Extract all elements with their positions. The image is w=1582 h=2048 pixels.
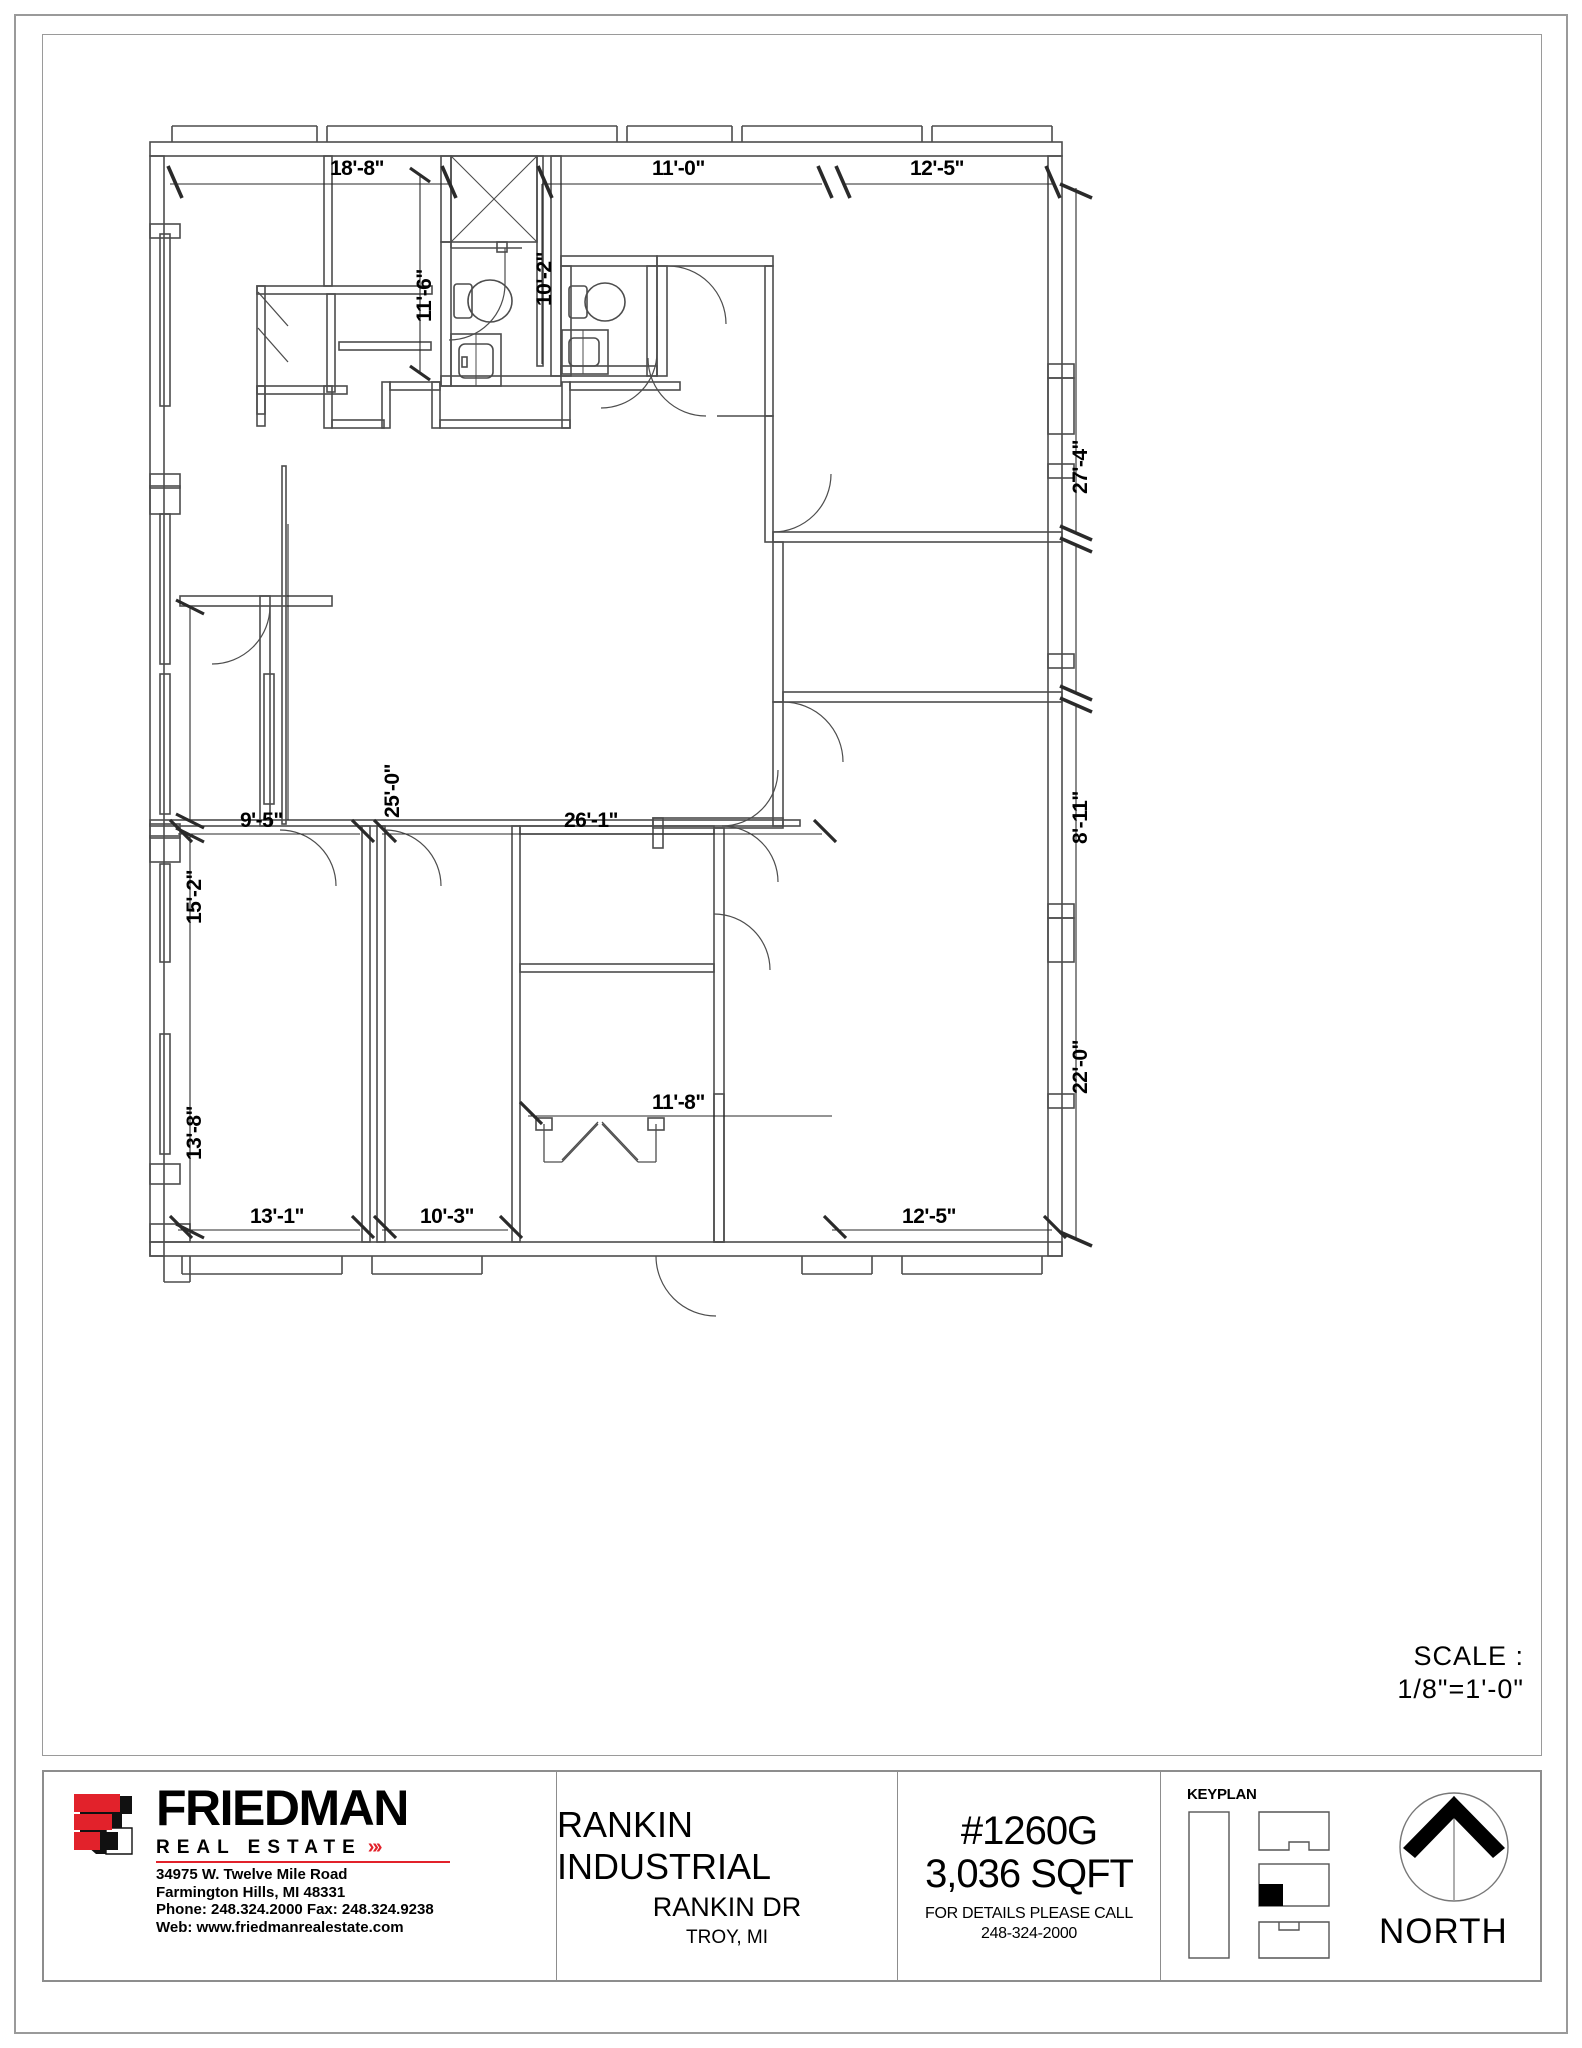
page-border-inner xyxy=(42,34,1542,1756)
dimension-mid-26-1: 26'-1" xyxy=(564,809,618,832)
suite-number: #1260G xyxy=(960,1809,1098,1853)
dimension-left-13-8: 13'-8" xyxy=(183,1106,206,1160)
scale-value: 1/8"=1'-0" xyxy=(1397,1673,1524,1704)
address-line-2: Farmington Hills, MI 48331 xyxy=(156,1883,346,1901)
property-city: TROY, MI xyxy=(686,1926,768,1948)
page-border-outer xyxy=(14,14,1568,2034)
property-street: RANKIN DR xyxy=(652,1891,802,1922)
logo-company-name: FRIEDMAN xyxy=(156,1780,409,1836)
logo-tagline: REAL ESTATE xyxy=(156,1836,362,1858)
suite-call-note: FOR DETAILS PLEASE CALL xyxy=(925,1905,1133,1922)
title-block-property-cell: RANKIN INDUSTRIAL RANKIN DR TROY, MI xyxy=(557,1772,897,1980)
scale-note: SCALE : 1/8"=1'-0" xyxy=(1397,1640,1524,1706)
logo-red-rule xyxy=(156,1861,450,1863)
dimension-left-25-0: 25'-0" xyxy=(381,764,404,818)
dimension-top-3: 12'-5" xyxy=(910,157,964,180)
company-address-block: 34975 W. Twelve Mile Road Farmington Hil… xyxy=(156,1866,450,1936)
floor-plan-drawing: 18'-8" 11'-0" 12'-5" 11'-6" 10'-2" 27'-4… xyxy=(42,34,1542,1756)
dimension-right-22-0: 22'-0" xyxy=(1069,1040,1092,1094)
property-name: RANKIN INDUSTRIAL xyxy=(557,1803,772,1887)
dimension-bottom-13-1: 13'-1" xyxy=(250,1205,304,1228)
friedman-logo-icon xyxy=(66,1788,140,1862)
floor-plan-geometry xyxy=(149,125,1093,1317)
title-block-divider-1 xyxy=(556,1772,557,1980)
address-web: Web: www.friedmanrealestate.com xyxy=(156,1918,404,1936)
scale-label: SCALE : xyxy=(1413,1641,1524,1671)
dimension-bottom-10-3: 10'-3" xyxy=(420,1205,474,1228)
dimension-mid-9-5: 9'-5" xyxy=(240,809,283,832)
keyplan-label: KEYPLAN xyxy=(1187,1786,1257,1803)
suite-area: 3,036 SQFT xyxy=(925,1852,1134,1896)
logo-chevrons-icon: »› xyxy=(367,1836,383,1858)
address-line-1: 34975 W. Twelve Mile Road xyxy=(156,1866,348,1883)
dimension-core-height: 10'-2" xyxy=(533,252,556,306)
dimension-bottom-11-8: 11'-8" xyxy=(652,1091,705,1114)
dimension-top-1: 18'-8" xyxy=(330,157,384,180)
dimension-top-2: 11'-0" xyxy=(652,157,705,180)
title-block-divider-3 xyxy=(1160,1772,1161,1980)
address-phone-fax: Phone: 248.324.2000 Fax: 248.324.9238 xyxy=(156,1901,434,1919)
title-block-keyplan-cell: KEYPLAN xyxy=(1161,1772,1540,1980)
dimension-right-27-4: 27'-4" xyxy=(1069,440,1092,494)
keyplan-diagram xyxy=(1183,1806,1383,1971)
dimension-left-15-2: 15'-2" xyxy=(183,870,206,924)
dimension-bottom-12-5: 12'-5" xyxy=(902,1205,956,1228)
dimension-right-8-11: 8'-11" xyxy=(1069,791,1092,844)
north-label: NORTH xyxy=(1379,1912,1508,1951)
north-arrow-icon xyxy=(1389,1782,1519,1917)
title-block-logo-cell: FRIEDMAN REAL ESTATE »› 34975 W. Twelve … xyxy=(44,1772,556,1980)
title-block-suite-cell: #1260G 3,036 SQFT FOR DETAILS PLEASE CAL… xyxy=(898,1772,1160,1980)
keyplan-unit-marker xyxy=(1259,1884,1283,1906)
suite-phone: 248-324-2000 xyxy=(980,1925,1078,1942)
title-block: FRIEDMAN REAL ESTATE »› 34975 W. Twelve … xyxy=(42,1770,1542,1982)
dimension-bath-height: 11'-6" xyxy=(413,269,436,322)
title-block-divider-2 xyxy=(897,1772,898,1980)
